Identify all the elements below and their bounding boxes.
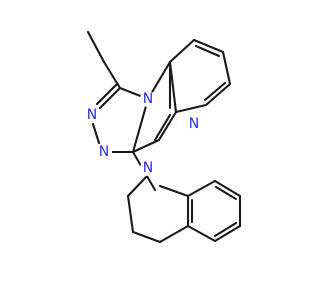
atom-bg	[140, 160, 156, 176]
tetrahydroisoquinoline	[126, 173, 242, 244]
bond	[186, 179, 217, 198]
bond	[131, 138, 161, 154]
atom-n-triazole-lower: N	[99, 144, 109, 160]
triazole-ring	[91, 83, 150, 154]
atom-n-quinoxaline: N	[189, 116, 199, 132]
bond	[214, 185, 238, 201]
bond	[153, 113, 172, 142]
bond	[126, 194, 135, 234]
atom-bg	[96, 144, 112, 160]
bond	[91, 122, 101, 145]
bond	[213, 179, 242, 198]
atom-n-bridgehead: N	[143, 91, 153, 107]
bond	[194, 44, 221, 58]
benzo-ring-upper	[168, 38, 232, 114]
bond	[213, 221, 238, 238]
bond	[86, 30, 106, 64]
bond	[174, 103, 208, 114]
bond	[126, 173, 150, 198]
bond	[102, 60, 122, 90]
atom-n-triazole-upper: N	[87, 107, 97, 123]
bond	[168, 60, 178, 114]
atom-bg	[186, 116, 202, 132]
molecule-structure: N N N N N	[84, 30, 242, 244]
bond	[158, 184, 190, 198]
bond	[213, 224, 242, 243]
bond	[192, 38, 225, 54]
bond	[168, 38, 196, 64]
bond	[98, 86, 122, 110]
bond	[131, 230, 162, 244]
bond	[95, 83, 118, 106]
bond	[158, 224, 190, 244]
bond	[204, 82, 232, 107]
atom-labels: N N N N N	[84, 91, 202, 176]
bond	[131, 97, 150, 154]
ethyl-group	[86, 30, 122, 90]
atom-bg	[84, 107, 100, 123]
bond	[203, 81, 227, 102]
bond	[157, 110, 178, 142]
atom-bg	[140, 91, 156, 107]
bond	[221, 50, 232, 86]
bond	[186, 224, 217, 243]
atom-n-isoquinoline: N	[143, 160, 153, 176]
